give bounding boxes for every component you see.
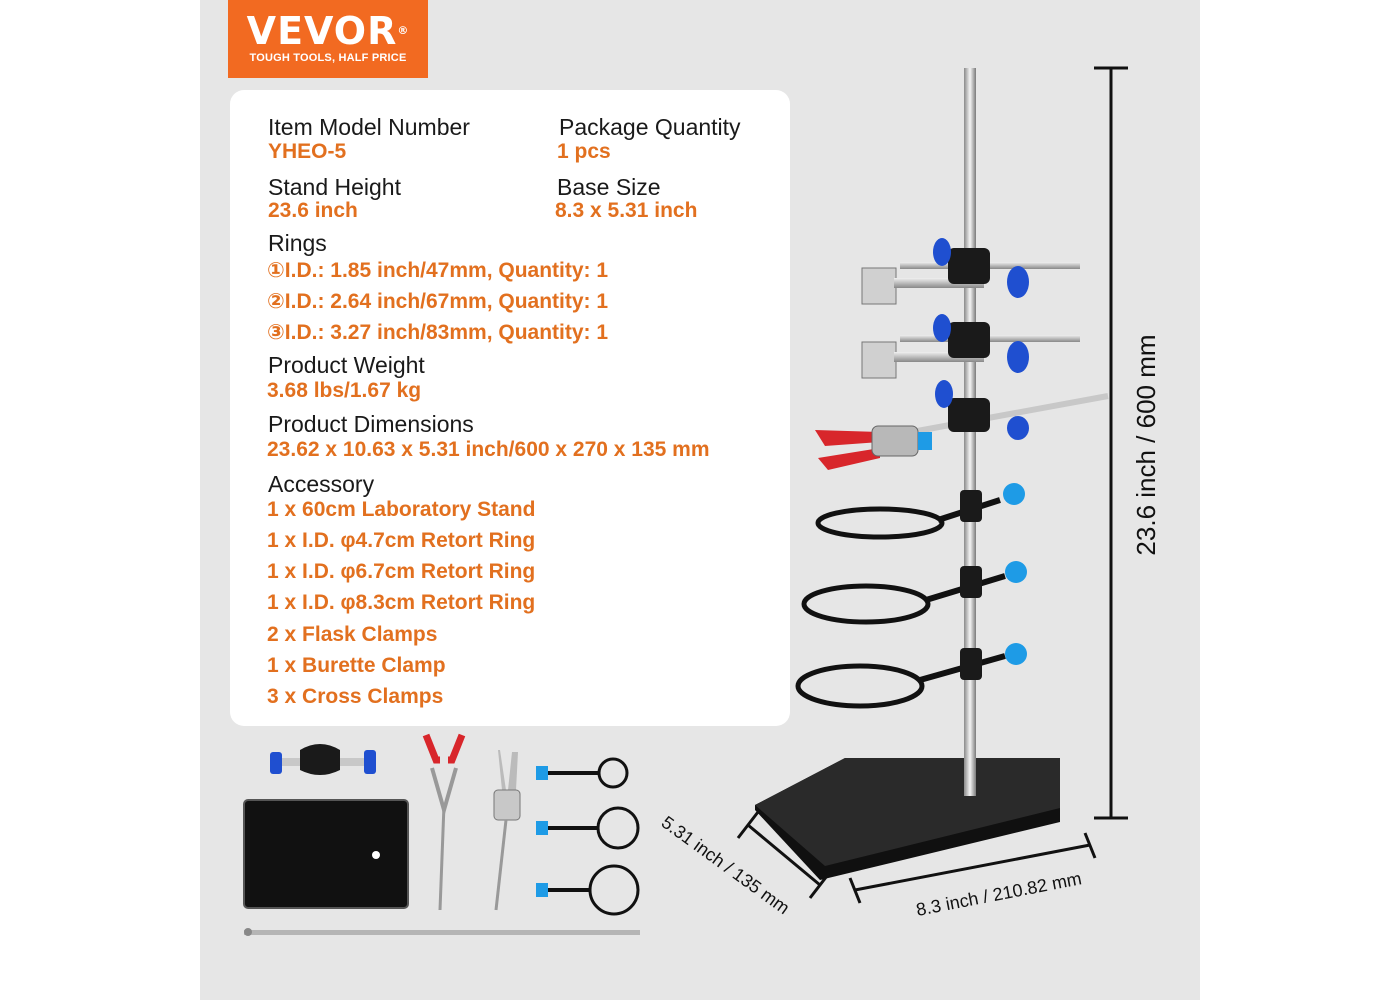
vevor-logo: VEVOR® TOUGH TOOLS, HALF PRICE: [228, 0, 428, 78]
lab-stand-illustration: 23.6 inch / 600 mm 5.31 inch / 135 mm 8.…: [243, 66, 1161, 936]
accessory-item: 2 x Flask Clamps: [267, 623, 438, 646]
base-label: Base Size: [557, 174, 661, 200]
specification-card: Item Model Number YHEO-5 Package Quantit…: [230, 90, 790, 726]
model-label: Item Model Number: [268, 114, 470, 140]
base-plate-accessory: [243, 799, 409, 909]
accessory-item: 1 x I.D. φ8.3cm Retort Ring: [267, 591, 536, 614]
retort-ring-large: [795, 643, 1027, 709]
accessory-item: 1 x 60cm Laboratory Stand: [267, 498, 536, 521]
package-value: 1 pcs: [557, 140, 611, 163]
height-dimension-line: [1094, 66, 1128, 820]
retort-ring-medium: [801, 561, 1027, 625]
flask-clamp-top: [861, 238, 1080, 305]
height-dimension-label: 23.6 inch / 600 mm: [1131, 334, 1161, 555]
stand-base: [755, 758, 1060, 880]
rings-label: Rings: [268, 230, 327, 256]
dimensions-label: Product Dimensions: [268, 411, 474, 437]
height-label: Stand Height: [268, 174, 401, 200]
retort-ring-small: [815, 483, 1025, 540]
accessory-item: 1 x Burette Clamp: [267, 654, 446, 677]
weight-value: 3.68 lbs/1.67 kg: [267, 379, 422, 402]
height-value: 23.6 inch: [268, 199, 358, 222]
cross-clamp-accessory: [270, 744, 376, 775]
depth-dimension-line: [736, 811, 832, 899]
burette-clamp-accessory: [493, 750, 521, 911]
weight-label: Product Weight: [268, 352, 425, 378]
flask-clamp-middle: [861, 314, 1080, 379]
accessory-item: 1 x I.D. φ6.7cm Retort Ring: [267, 560, 536, 583]
dimensions-value: 23.62 x 10.63 x 5.31 inch/600 x 270 x 13…: [267, 438, 710, 461]
product-image: VEVOR® TOUGH TOOLS, HALF PRICE Item Mode…: [200, 0, 1200, 1000]
accessory-item: 1 x I.D. φ4.7cm Retort Ring: [267, 529, 536, 552]
base-value: 8.3 x 5.31 inch: [555, 199, 698, 222]
brand-tagline: TOUGH TOOLS, HALF PRICE: [249, 52, 407, 64]
ring-item: ③I.D.: 3.27 inch/83mm, Quantity: 1: [267, 321, 609, 344]
ring-item: ②I.D.: 2.64 inch/67mm, Quantity: 1: [267, 290, 609, 313]
accessory-item: 3 x Cross Clamps: [267, 685, 444, 708]
ring-item: ①I.D.: 1.85 inch/47mm, Quantity: 1: [267, 259, 609, 282]
registered-mark: ®: [397, 24, 410, 37]
retort-ring-accessories: [536, 757, 640, 916]
width-dimension-label: 8.3 inch / 210.82 mm: [914, 868, 1083, 920]
brand-name: VEVOR: [246, 9, 398, 53]
flask-clamp-accessory: [422, 733, 466, 911]
burette-clamp: [815, 380, 1109, 470]
accessory-label: Accessory: [268, 471, 375, 497]
width-dimension-line: [848, 832, 1097, 904]
model-value: YHEO-5: [268, 140, 347, 163]
rod-accessory: [244, 928, 640, 936]
package-label: Package Quantity: [559, 114, 741, 140]
